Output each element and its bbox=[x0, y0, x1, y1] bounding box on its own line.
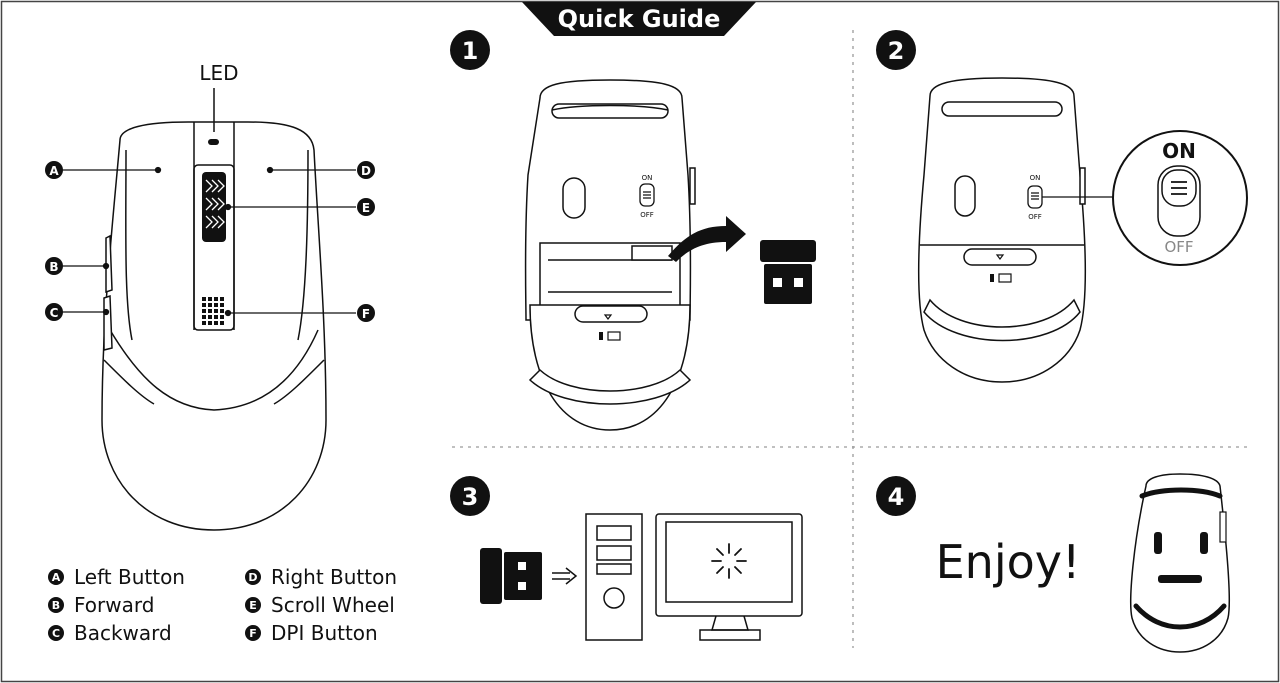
svg-text:F: F bbox=[362, 307, 370, 321]
svg-text:Left Button: Left Button bbox=[74, 565, 185, 589]
callout-badge-c: C bbox=[45, 303, 63, 321]
svg-text:2: 2 bbox=[888, 37, 905, 65]
step-3-usb-receiver-icon bbox=[480, 548, 542, 604]
step-4-smiling-mouse bbox=[1130, 473, 1231, 653]
step-2-power-switch bbox=[1027, 185, 1043, 209]
legend-item-d: D Right Button bbox=[245, 565, 397, 589]
legend-item-a: A Left Button bbox=[48, 565, 185, 589]
legend-item-e: E Scroll Wheel bbox=[245, 593, 395, 617]
dpi-button-graphic bbox=[202, 297, 224, 325]
step-1-switch-off: OFF bbox=[640, 211, 654, 219]
step-3-pc-tower-icon bbox=[585, 513, 643, 641]
step-1-remove-arrow-icon bbox=[668, 216, 746, 262]
svg-text:A: A bbox=[52, 571, 61, 584]
step-1-usb-receiver-icon bbox=[760, 240, 816, 304]
callout-leaders bbox=[62, 166, 356, 317]
svg-text:B: B bbox=[49, 260, 58, 274]
step-4-message: Enjoy! bbox=[936, 535, 1081, 589]
svg-text:E: E bbox=[249, 599, 257, 612]
svg-text:D: D bbox=[361, 164, 371, 178]
step-2-zoom-off-label: OFF bbox=[1164, 238, 1193, 256]
title-banner: Quick Guide bbox=[522, 2, 756, 36]
step-3-badge: 3 bbox=[450, 476, 490, 516]
led-indicator bbox=[208, 139, 219, 145]
svg-text:D: D bbox=[248, 571, 257, 584]
callout-badge-e: E bbox=[357, 198, 375, 216]
step-4-badge: 4 bbox=[876, 476, 916, 516]
step-3-monitor-icon bbox=[655, 513, 803, 641]
callout-badge-b: B bbox=[45, 257, 63, 275]
callout-badge-a: A bbox=[45, 161, 63, 179]
svg-text:4: 4 bbox=[888, 483, 905, 511]
legend-item-b: B Forward bbox=[48, 593, 154, 617]
svg-text:3: 3 bbox=[462, 483, 479, 511]
svg-text:E: E bbox=[362, 201, 370, 215]
svg-text:B: B bbox=[52, 599, 60, 612]
section-dividers bbox=[452, 30, 1252, 648]
step-2-zoom-circle bbox=[1112, 130, 1248, 266]
step-1-cover-arrow-icon bbox=[603, 314, 613, 320]
legend-item-c: C Backward bbox=[48, 621, 172, 645]
svg-text:Scroll Wheel: Scroll Wheel bbox=[271, 593, 395, 617]
step-2-switch-off: OFF bbox=[1028, 213, 1042, 221]
step-2-mouse-bottom bbox=[917, 77, 1087, 383]
scroll-wheel-graphic bbox=[202, 172, 226, 242]
svg-text:1: 1 bbox=[462, 37, 479, 65]
step-1-switch-on: ON bbox=[642, 174, 653, 182]
mouse-top-view bbox=[101, 121, 327, 531]
svg-text:F: F bbox=[249, 627, 257, 640]
step-1-switch-lines bbox=[643, 191, 651, 199]
step-2-badge: 2 bbox=[876, 30, 916, 70]
svg-text:C: C bbox=[52, 627, 60, 640]
legend-item-f: F DPI Button bbox=[245, 621, 378, 645]
page-title: Quick Guide bbox=[558, 5, 721, 33]
step-1-badge: 1 bbox=[450, 30, 490, 70]
step-2-zoom-on-label: ON bbox=[1162, 139, 1196, 163]
led-label: LED bbox=[199, 61, 238, 85]
svg-text:DPI Button: DPI Button bbox=[271, 621, 378, 645]
step-2-cover-arrow-icon bbox=[995, 254, 1005, 260]
svg-text:C: C bbox=[50, 306, 59, 320]
svg-text:Forward: Forward bbox=[74, 593, 154, 617]
step-3-insert-arrow-icon bbox=[552, 567, 578, 585]
step-3-loading-icon bbox=[711, 543, 747, 579]
legend: A Left Button B Forward C Backward D Rig… bbox=[48, 565, 397, 645]
svg-text:Right Button: Right Button bbox=[271, 565, 397, 589]
step-2-battery-icon bbox=[990, 273, 1012, 283]
step-1-battery-icon bbox=[599, 331, 621, 341]
step-2-switch-on: ON bbox=[1030, 174, 1041, 182]
callout-badge-f: F bbox=[357, 304, 375, 322]
callout-badge-d: D bbox=[357, 161, 375, 179]
svg-text:A: A bbox=[49, 164, 59, 178]
step-2-switch-lines bbox=[1031, 192, 1039, 200]
svg-text:Backward: Backward bbox=[74, 621, 172, 645]
step-1-mouse-bottom bbox=[524, 79, 696, 431]
